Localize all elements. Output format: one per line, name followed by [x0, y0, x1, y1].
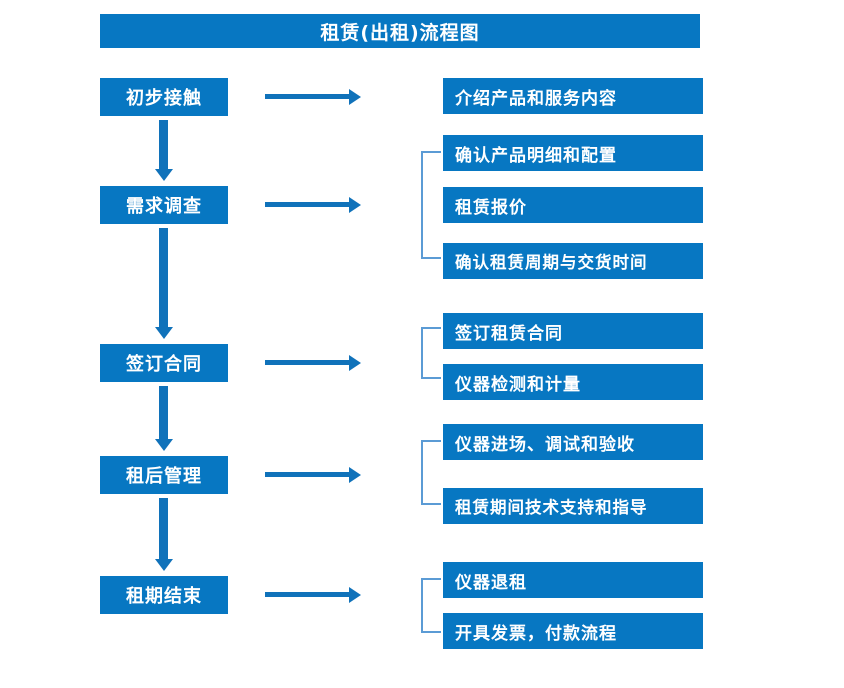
detail-box-2[interactable]: 确认产品明细和配置 — [443, 135, 703, 171]
group-bracket-2 — [421, 151, 441, 259]
detail-box-8[interactable]: 租赁期间技术支持和指导 — [443, 488, 703, 524]
stage-box-3[interactable]: 签订合同 — [100, 344, 228, 382]
vertical-arrow-2-3 — [159, 228, 168, 328]
vertical-arrow-3-4 — [159, 386, 168, 440]
horizontal-arrow-5 — [265, 592, 350, 597]
horizontal-arrow-1 — [265, 94, 350, 99]
detail-box-6[interactable]: 仪器检测和计量 — [443, 364, 703, 400]
horizontal-arrow-3 — [265, 360, 350, 365]
flowchart-title: 租赁(出租)流程图 — [100, 14, 700, 48]
detail-box-4[interactable]: 确认租赁周期与交货时间 — [443, 243, 703, 279]
detail-box-7[interactable]: 仪器进场、调试和验收 — [443, 424, 703, 460]
vertical-arrow-4-5 — [159, 498, 168, 560]
stage-box-1[interactable]: 初步接触 — [100, 78, 228, 116]
detail-box-10[interactable]: 开具发票，付款流程 — [443, 613, 703, 649]
detail-box-1[interactable]: 介绍产品和服务内容 — [443, 78, 703, 114]
horizontal-arrow-4 — [265, 472, 350, 477]
vertical-arrow-1-2 — [159, 120, 168, 170]
stage-box-2[interactable]: 需求调查 — [100, 186, 228, 224]
group-bracket-3 — [421, 327, 441, 379]
horizontal-arrow-2 — [265, 202, 350, 207]
detail-box-3[interactable]: 租赁报价 — [443, 187, 703, 223]
group-bracket-4 — [421, 440, 441, 505]
stage-box-5[interactable]: 租期结束 — [100, 576, 228, 614]
group-bracket-5 — [421, 578, 441, 633]
stage-box-4[interactable]: 租后管理 — [100, 456, 228, 494]
detail-box-5[interactable]: 签订租赁合同 — [443, 313, 703, 349]
detail-box-9[interactable]: 仪器退租 — [443, 562, 703, 598]
